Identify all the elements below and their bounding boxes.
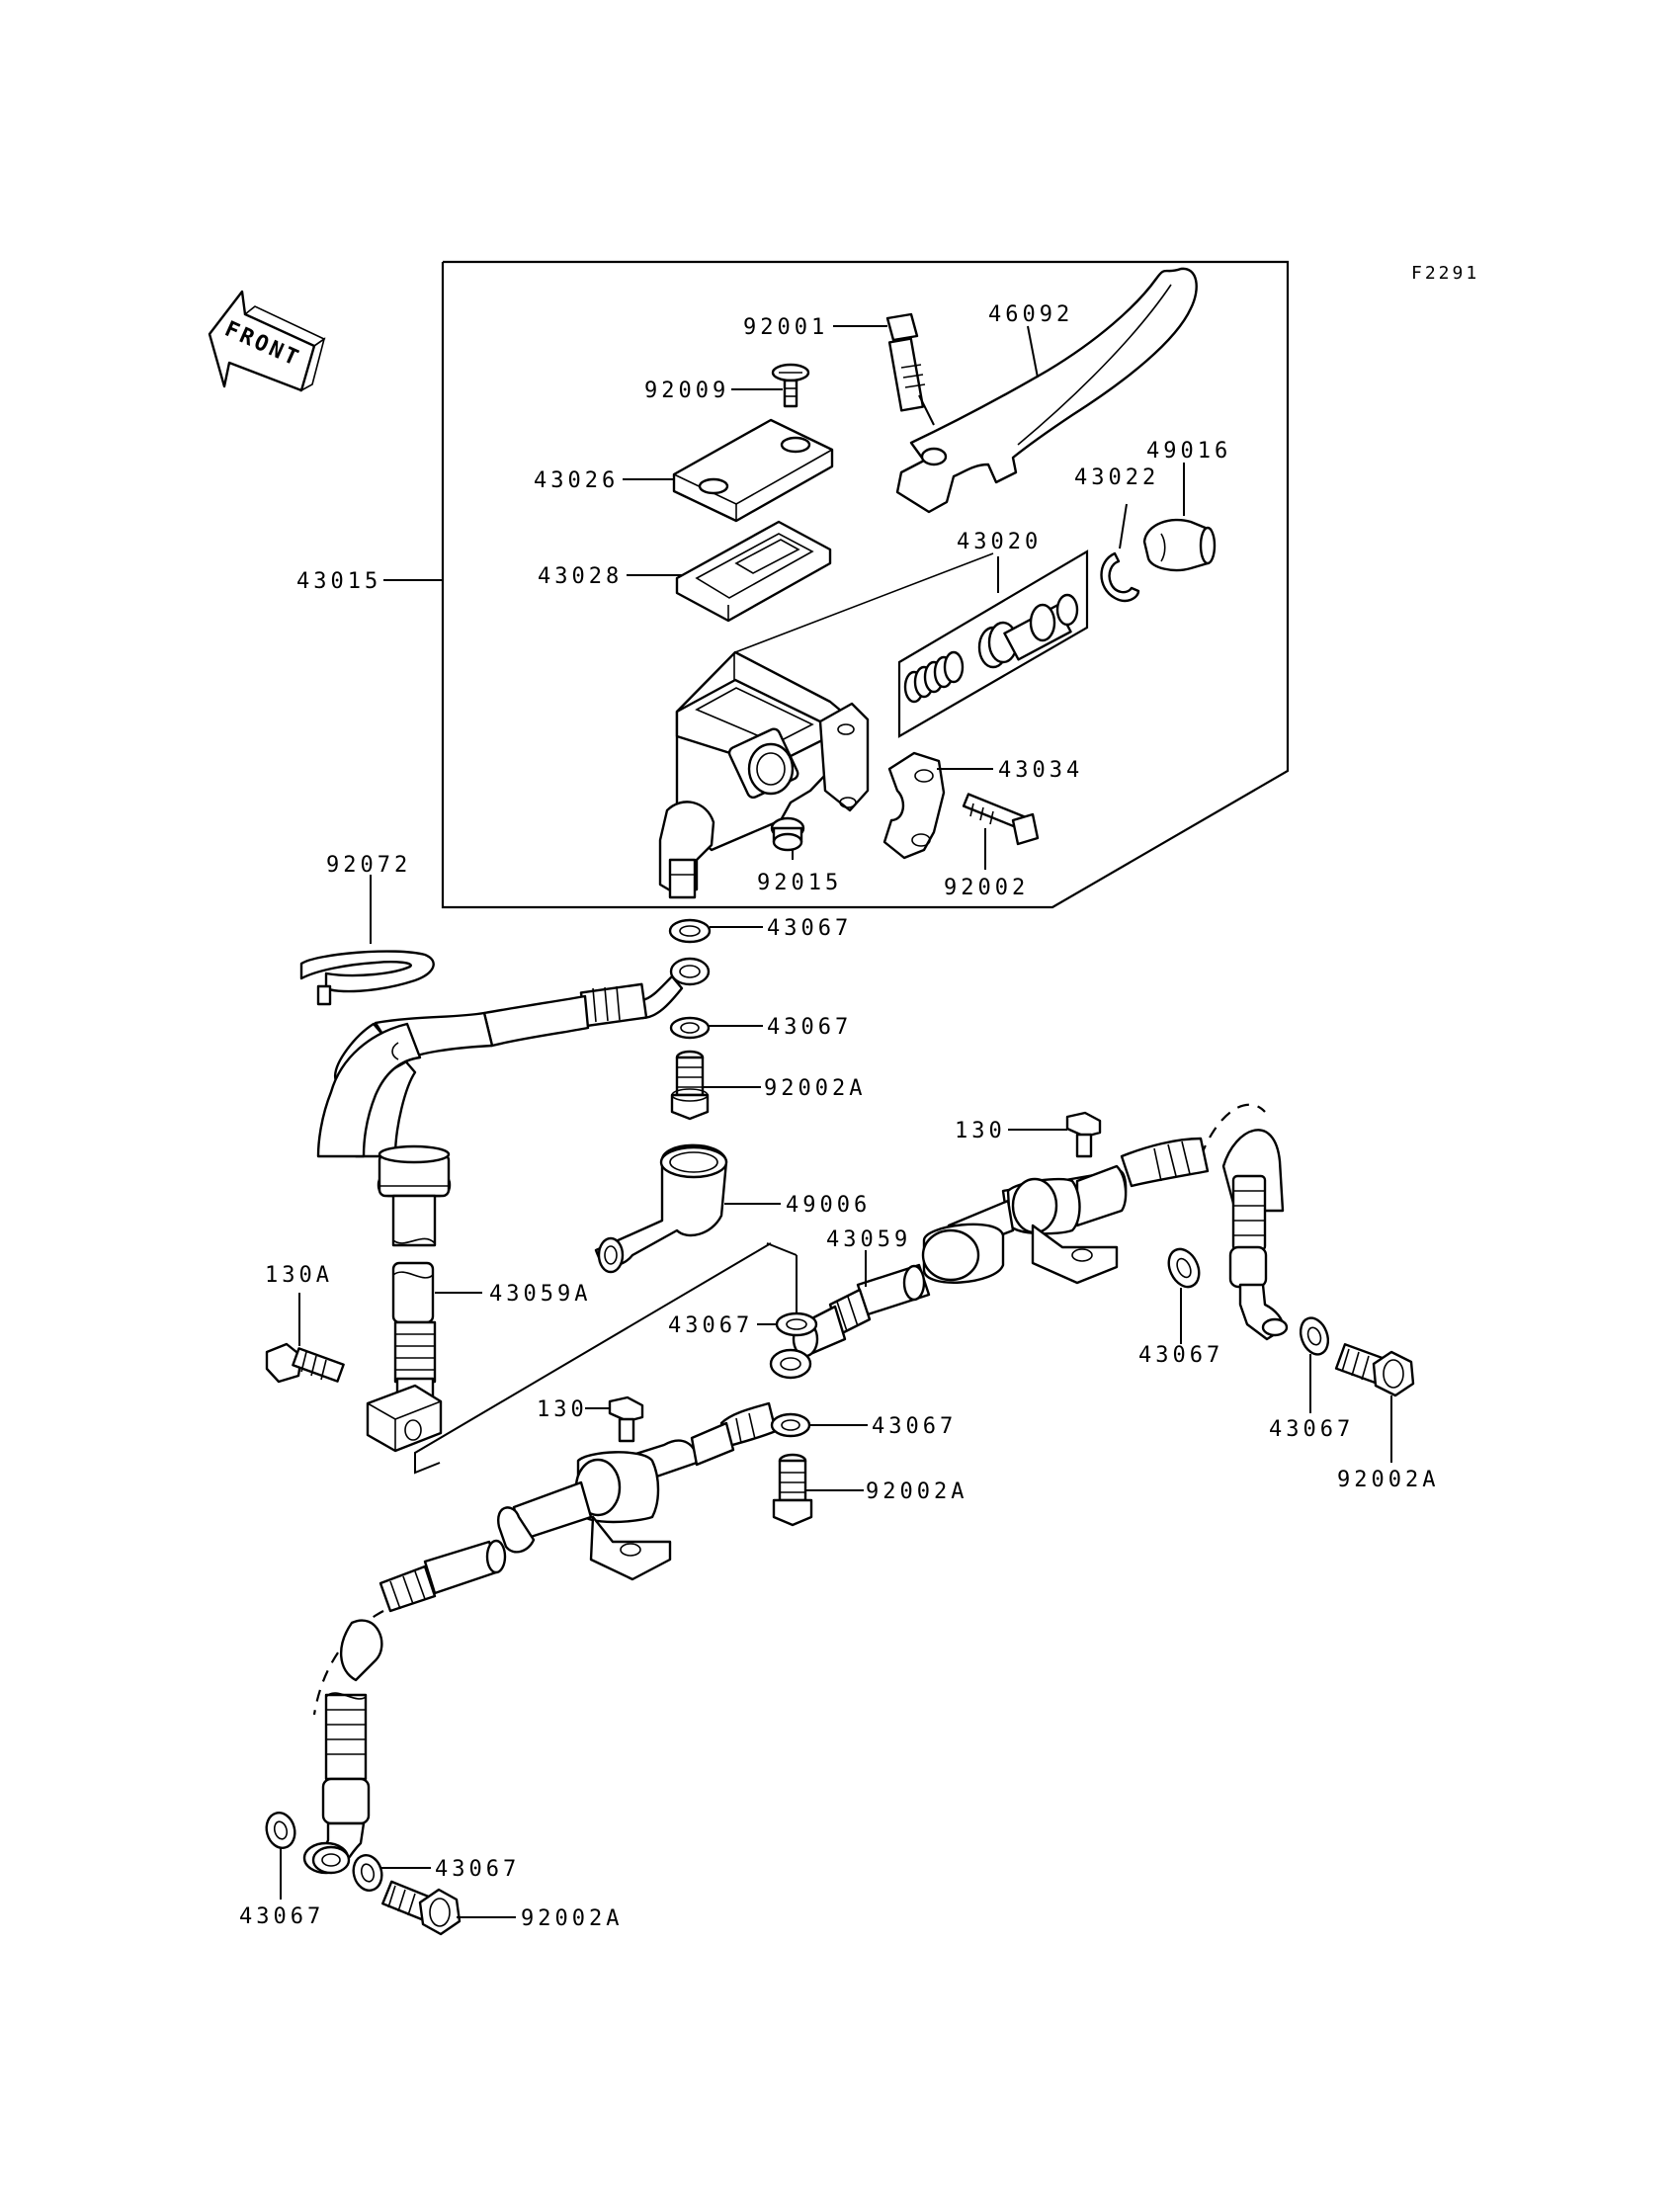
master-cylinder-body — [658, 552, 994, 899]
label-43067-right-2: 43067 — [1269, 1417, 1354, 1442]
piston-kit-43020 — [903, 593, 1079, 704]
label-92015: 92015 — [757, 871, 842, 895]
label-43067-second: 43067 — [767, 1015, 852, 1040]
banjo-bolt-92002A-right — [1334, 1343, 1415, 1397]
label-43020: 43020 — [957, 530, 1042, 554]
label-130-upper: 130 — [955, 1119, 1006, 1143]
washer-43067-right-1 — [1167, 1247, 1201, 1289]
lever-46092 — [895, 267, 1198, 514]
washer-43067-bottom — [352, 1854, 383, 1892]
hose-lower-left-fitting — [366, 1261, 443, 1453]
brake-tube-lower — [378, 1401, 778, 1613]
diaphragm-43028 — [675, 520, 832, 623]
washer-43067-right-2 — [1299, 1316, 1330, 1356]
washer-43067-top — [668, 918, 712, 944]
washer-43067-center — [775, 1311, 818, 1337]
label-92072: 92072 — [326, 853, 411, 878]
washer-43067-bottom-left — [265, 1812, 296, 1849]
hose-lower-left — [302, 1610, 384, 1875]
joint-49006 — [594, 1143, 728, 1274]
piston-kit-box — [897, 549, 1089, 738]
label-130-lower: 130 — [537, 1397, 588, 1422]
label-43067-bottom: 43067 — [435, 1857, 520, 1882]
label-46092: 46092 — [988, 302, 1073, 327]
label-130A: 130A — [265, 1263, 333, 1288]
label-43059: 43059 — [826, 1227, 911, 1252]
label-43067-bottom-left: 43067 — [239, 1904, 324, 1929]
label-92002A-mid: 92002A — [866, 1479, 967, 1504]
brake-tube-center — [769, 1164, 1128, 1380]
banjo-bolt-92002A-mid — [772, 1453, 813, 1527]
cap-43026 — [672, 418, 834, 523]
label-92002: 92002 — [944, 876, 1029, 900]
label-43067-center: 43067 — [668, 1313, 753, 1338]
circlip-43022 — [1100, 551, 1140, 603]
label-49016: 49016 — [1146, 439, 1231, 464]
bolt-92002 — [962, 793, 1040, 846]
hose-upper-bend — [316, 1022, 452, 1247]
banjo-bolt-92002A-bottom — [381, 1880, 462, 1936]
label-43034: 43034 — [998, 758, 1083, 783]
bolt-130-upper — [1065, 1111, 1102, 1158]
label-43028: 43028 — [538, 564, 623, 589]
assembly-box — [441, 260, 1290, 909]
clamp-43034 — [882, 751, 946, 860]
label-92001: 92001 — [743, 315, 828, 340]
assembly-outline-line — [414, 1242, 772, 1475]
label-43015: 43015 — [296, 569, 381, 594]
figure-code: F2291 — [1411, 263, 1479, 284]
boot-49016 — [1142, 518, 1217, 572]
washer-43067-second — [669, 1016, 711, 1040]
bolt-130A — [265, 1342, 345, 1384]
washer-43067-lower-mid — [770, 1412, 811, 1438]
label-43026: 43026 — [534, 468, 619, 493]
banjo-bolt-92002A-top — [670, 1050, 710, 1121]
bolt-92001 — [885, 312, 926, 412]
bolt-92015 — [770, 816, 805, 852]
screw-92009 — [771, 363, 810, 408]
bolt-130-lower — [608, 1395, 644, 1443]
label-43067-top: 43067 — [767, 916, 852, 941]
label-43059A: 43059A — [489, 1282, 591, 1307]
label-43067-right-1: 43067 — [1138, 1343, 1223, 1368]
label-92002A-bottom: 92002A — [521, 1906, 623, 1931]
label-92009: 92009 — [644, 379, 729, 403]
front-arrow-icon: FRONT — [208, 290, 326, 392]
label-43067-lower-mid: 43067 — [872, 1414, 957, 1439]
band-92072 — [299, 950, 435, 1006]
label-92002A-right: 92002A — [1337, 1468, 1439, 1492]
label-43022: 43022 — [1074, 465, 1159, 490]
label-49006: 49006 — [786, 1193, 871, 1218]
label-92002A-top: 92002A — [764, 1076, 866, 1101]
